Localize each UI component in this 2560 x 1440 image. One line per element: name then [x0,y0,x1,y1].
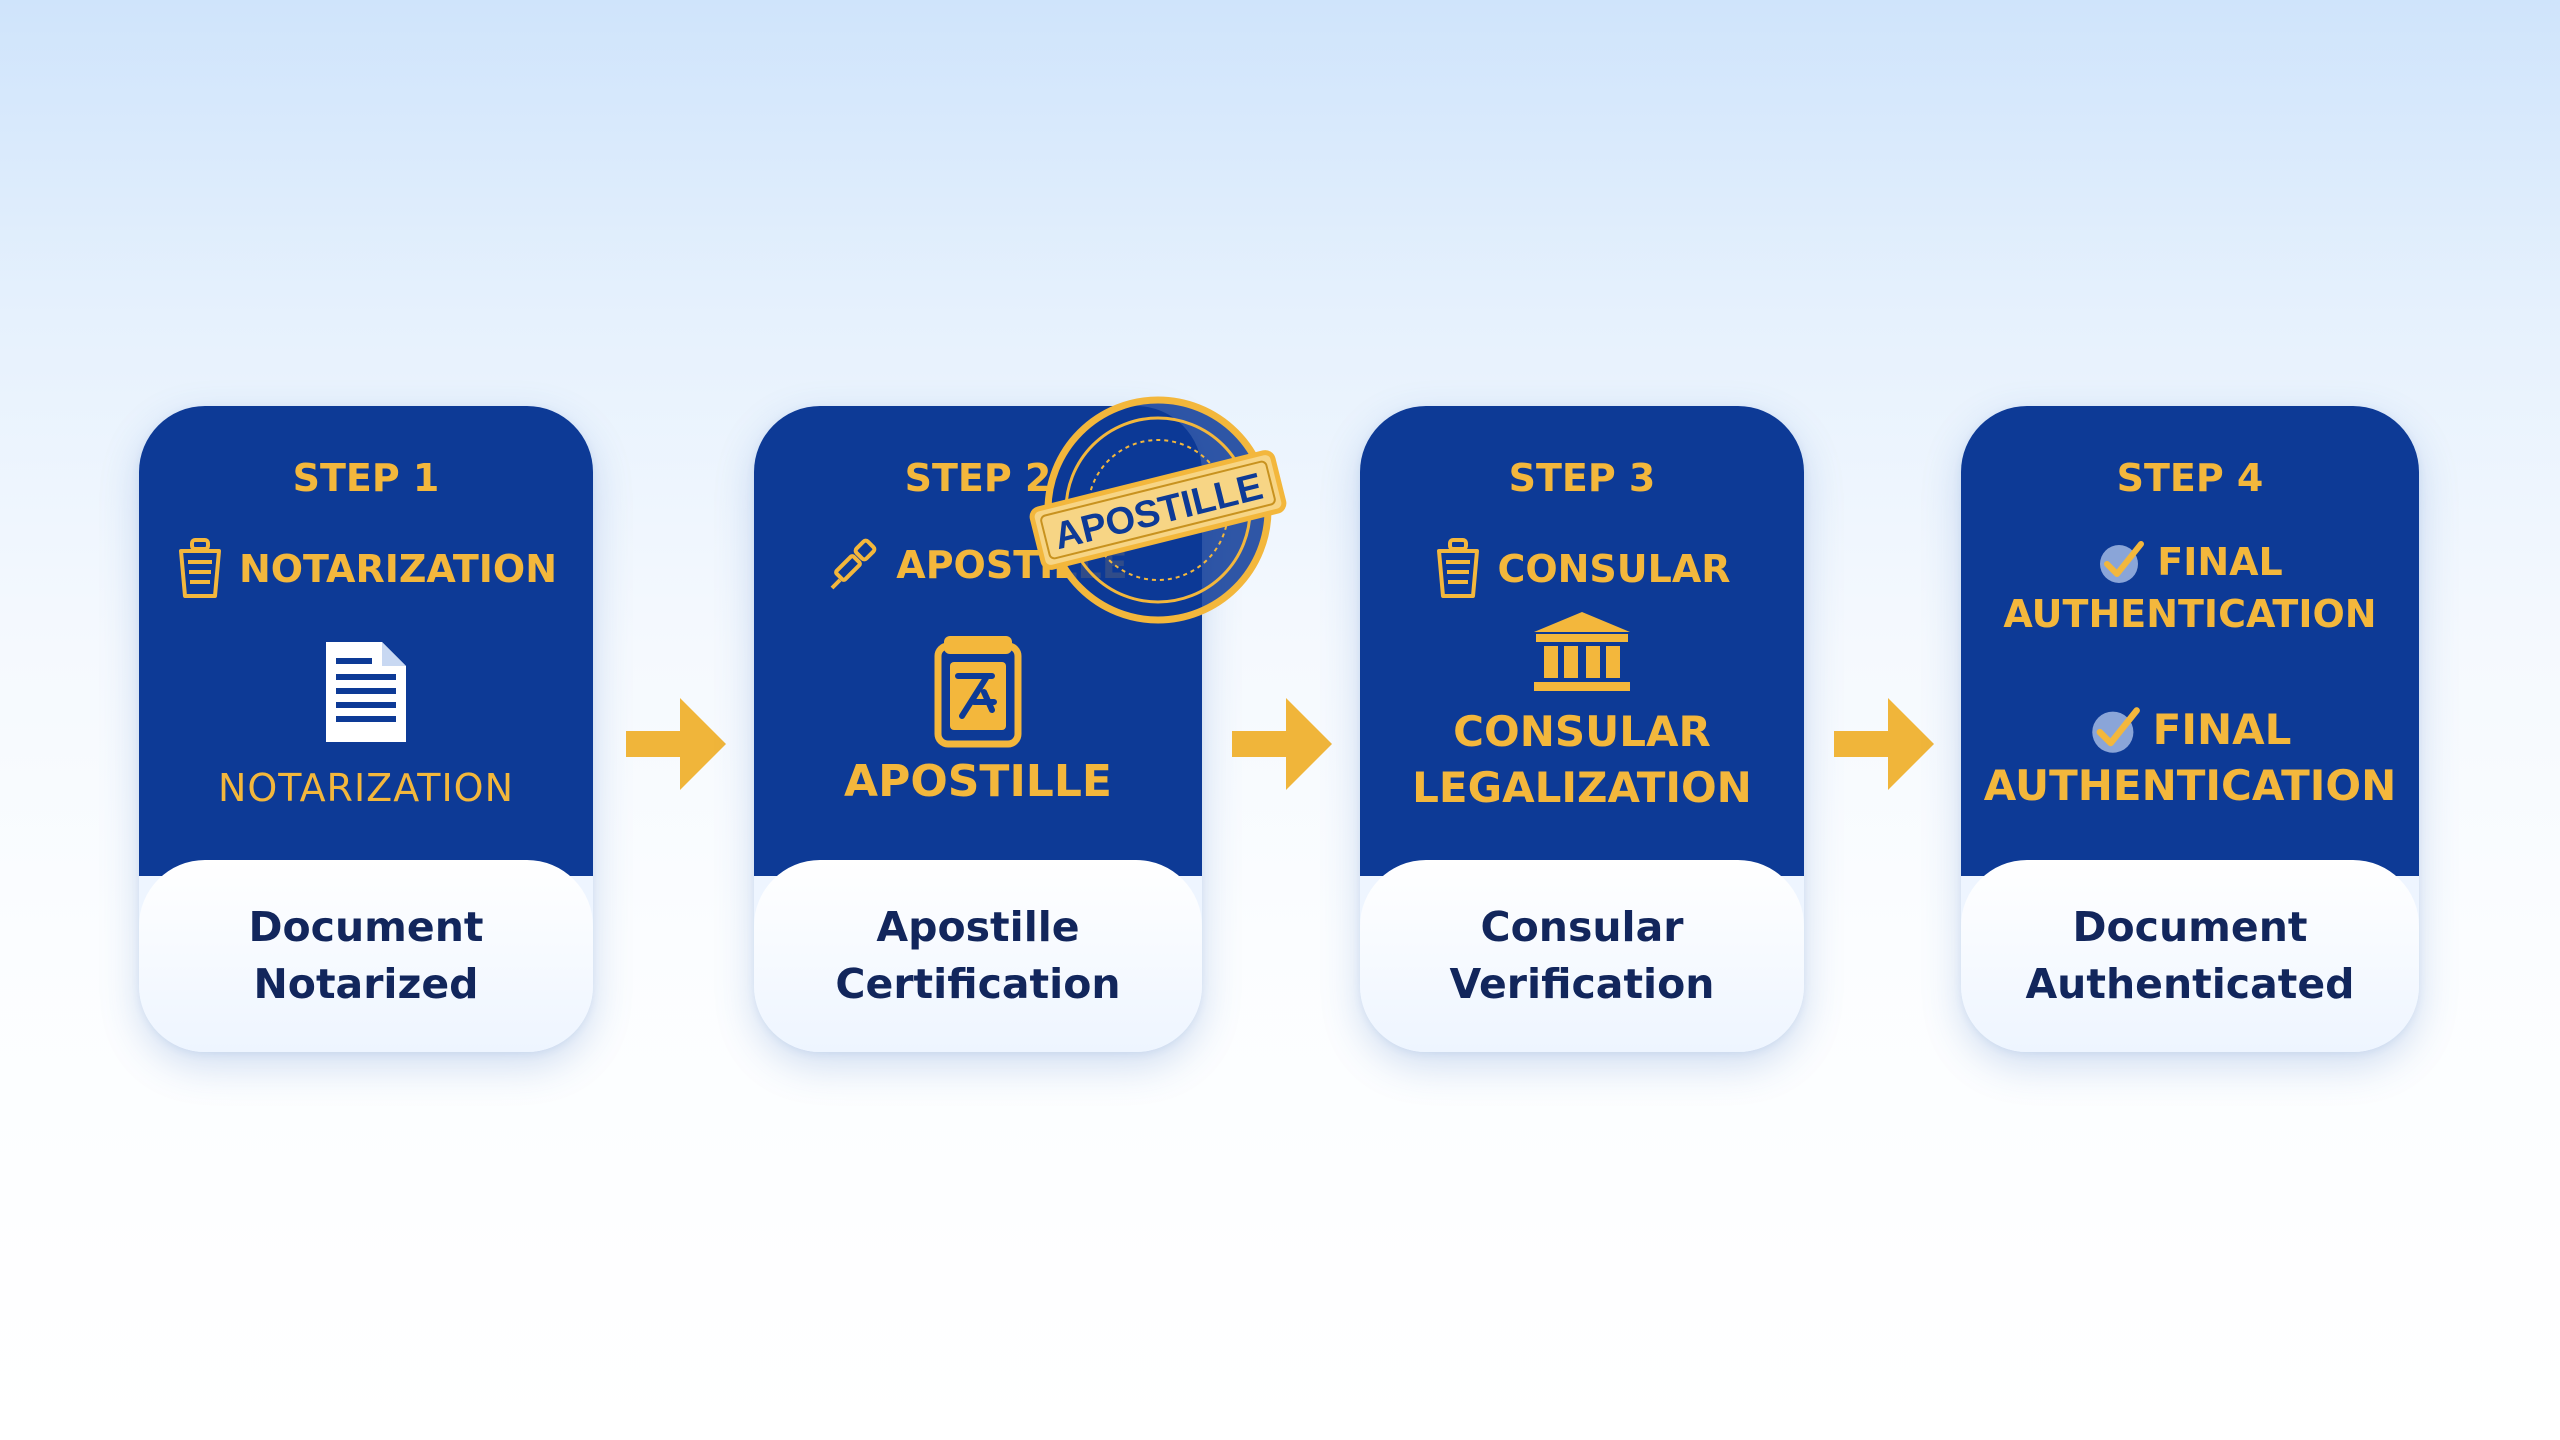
step-result-line: Apostille [876,903,1080,951]
step-caption-line: APOSTILLE [844,756,1112,807]
step-caption: CONSULAR LEGALIZATION [1360,704,1804,816]
arrow-right-icon [626,698,726,790]
step-title-text: CONSULAR [1497,547,1731,591]
step-card-header-panel: STEP 2 APOSTILLE APOSTILLE [754,406,1202,876]
step-result: Consular Verification [1360,860,1804,1052]
step-title: NOTARIZATION [139,538,593,600]
step-caption-line: NOTARIZATION [217,766,515,810]
pen-icon [830,538,877,590]
step-result: Document Authenticated [1961,860,2419,1052]
step-result-line: Notarized [253,960,479,1008]
certificate-icon [934,636,1022,748]
step-label: STEP 2 [904,456,1052,500]
apostille-stamp: APOSTILLE [1029,396,1287,624]
step-result: Apostille Certification [754,860,1202,1052]
checkmark-badge-icon [2091,707,2140,753]
step-caption-line: FINAL [2152,705,2292,754]
step-result: Document Notarized [139,860,593,1052]
step-result-line: Consular [1480,903,1684,951]
step-result-line: Document [248,903,484,951]
step-caption-line: AUTHENTICATION [1983,761,2397,810]
step-card-1: STEP 1 NOTARIZATION NOTARIZATION Documen [139,406,593,1052]
arrow-right-icon [1834,698,1934,790]
document-icon [326,642,406,742]
step-card-header-panel: STEP 1 NOTARIZATION NOTARIZATION [139,406,593,876]
step-caption-line: LEGALIZATION [1412,763,1752,812]
step-card-header-panel: STEP 3 CONSULAR CONSULAR LEGALIZATION [1360,406,1804,876]
checkmark-badge-icon [2100,541,2145,583]
step-card-3: STEP 3 CONSULAR CONSULAR LEGALIZATION [1360,406,1804,1052]
notary-icon [178,538,221,598]
step-result-line: Certification [835,960,1121,1008]
step-card-4: STEP 4 FINAL AUTHENTICATION FINAL AUTHEN… [1961,406,2419,1052]
step-result-line: Document [2072,903,2308,951]
arrow-right-icon [1232,698,1332,790]
step-label: STEP 3 [1508,456,1656,500]
step-title-text: AUTHENTICATION [2003,592,2377,636]
step-result-line: Authenticated [2025,960,2355,1008]
step-card-header-panel: STEP 4 FINAL AUTHENTICATION FINAL AUTHEN… [1961,406,2419,876]
step-result-line: Verification [1449,960,1715,1008]
step-title-text: FINAL [2157,540,2283,584]
step-caption-line: CONSULAR [1453,707,1711,756]
step-title-text: NOTARIZATION [238,547,558,591]
step-label: STEP 4 [2116,456,2264,500]
notary-icon [1437,538,1480,598]
step-title: FINAL AUTHENTICATION [1961,538,2419,636]
step-title: CONSULAR [1360,538,1804,600]
step-caption: FINAL AUTHENTICATION [1961,702,2419,814]
step-caption: APOSTILLE [754,756,1202,807]
step-caption: NOTARIZATION [139,766,593,810]
step-label: STEP 1 [292,456,440,500]
consulate-building-icon [1534,612,1630,691]
